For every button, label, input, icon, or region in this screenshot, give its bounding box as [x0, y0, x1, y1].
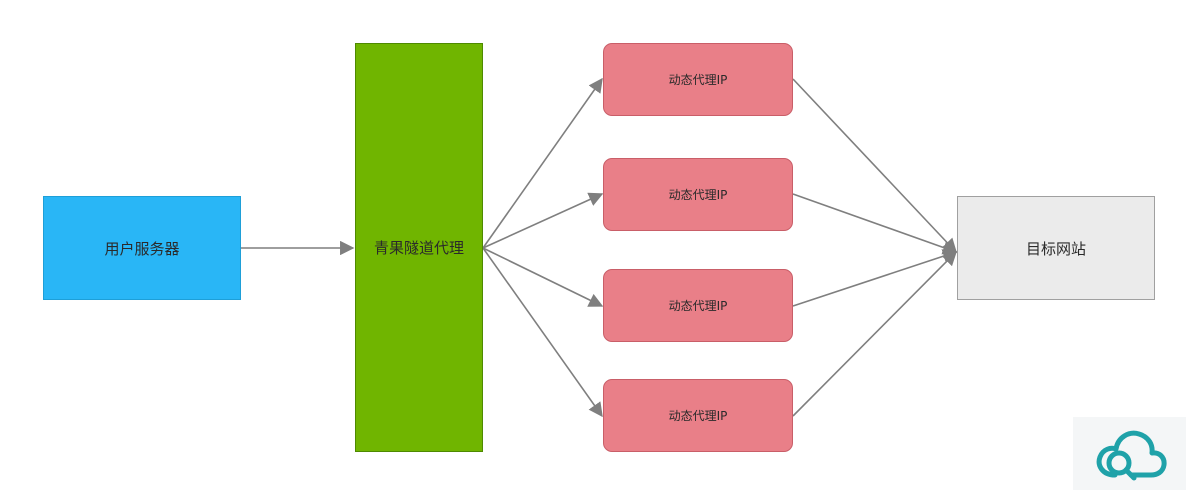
target-site-node: 目标网站 — [957, 196, 1155, 300]
edge-ip-4-to-target — [792, 250, 958, 417]
user-server-label: 用户服务器 — [104, 239, 180, 258]
edge-tunnel-to-ip-4 — [482, 247, 603, 418]
edge-ip-1-to-target — [792, 78, 957, 254]
edge-tunnel-to-ip-2 — [482, 192, 604, 249]
tunnel-proxy-node: 青果隧道代理 — [355, 43, 483, 452]
dynamic-ip-node: 动态代理IP — [603, 158, 793, 231]
cloud-logo-icon — [1096, 430, 1167, 481]
dynamic-ip-label: 动态代理IP — [668, 73, 728, 87]
edge-tunnel-to-ip-1 — [482, 77, 603, 249]
edge-tunnel-to-ip-3 — [482, 247, 604, 307]
user-server-node: 用户服务器 — [43, 196, 241, 300]
dynamic-ip-label: 动态代理IP — [668, 188, 728, 202]
dynamic-ip-label: 动态代理IP — [668, 299, 728, 313]
dynamic-ip-node: 动态代理IP — [603, 43, 793, 116]
edge-ip-3-to-target — [792, 249, 958, 307]
dynamic-ip-node: 动态代理IP — [603, 269, 793, 342]
tunnel-proxy-label: 青果隧道代理 — [373, 239, 464, 257]
edge-ip-2-to-target — [792, 193, 958, 255]
watermark-logo — [1073, 417, 1186, 490]
dynamic-ip-label: 动态代理IP — [668, 409, 728, 423]
target-site-label: 目标网站 — [1025, 239, 1086, 258]
dynamic-ip-node: 动态代理IP — [603, 379, 793, 452]
